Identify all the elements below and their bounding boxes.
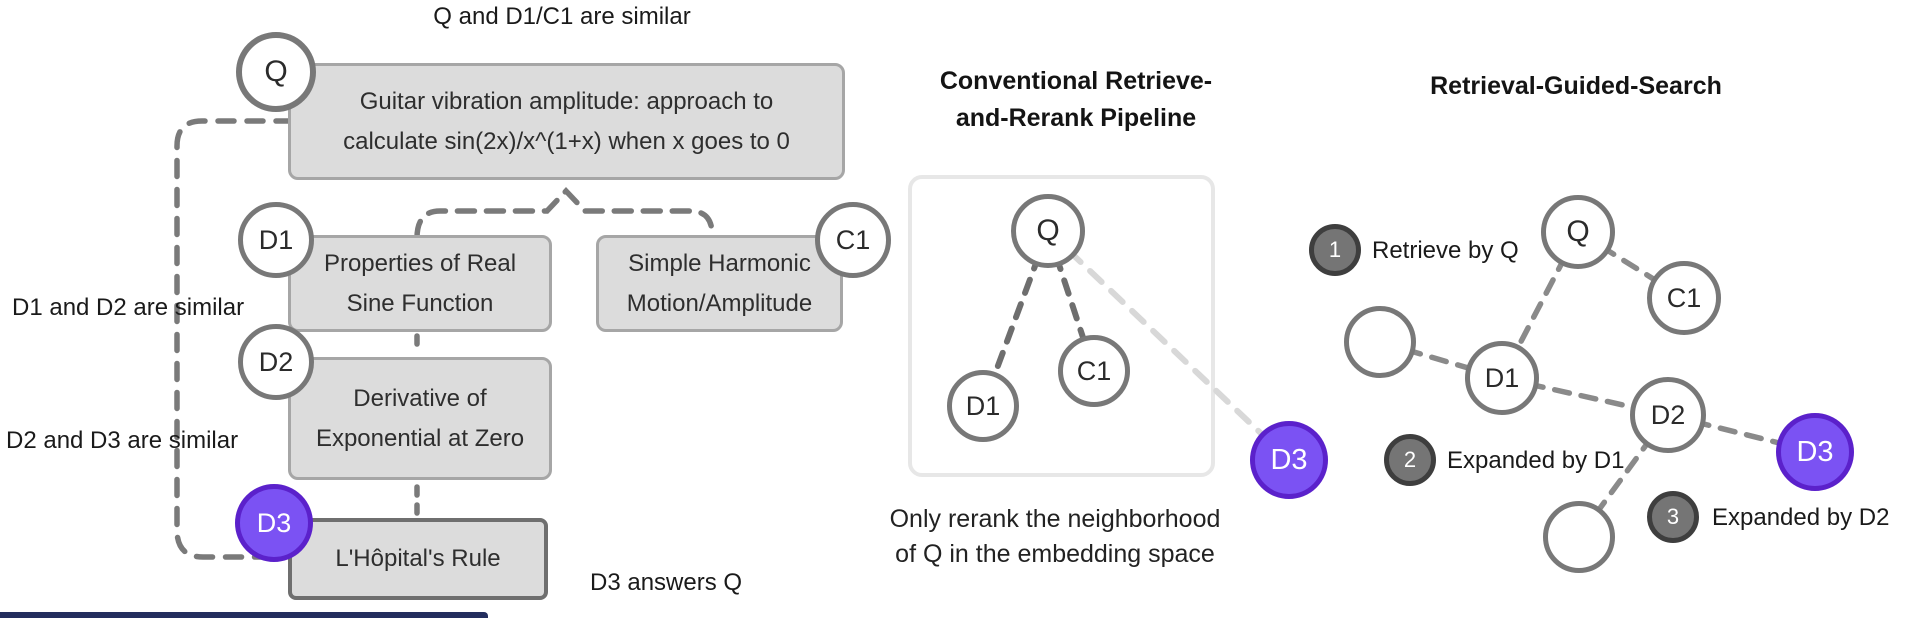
right-node-d2: D2 (1630, 377, 1706, 453)
left-node-d2: D2 (238, 324, 314, 400)
d1-box-line2: Sine Function (346, 289, 494, 317)
middle-node-d1: D1 (947, 370, 1019, 442)
query-box: Guitar vibration amplitude: approach to … (288, 63, 845, 180)
right-node-d1: D1 (1465, 341, 1539, 415)
query-branch-bracket (414, 187, 715, 241)
step-badge-2: 2 (1384, 434, 1436, 486)
step-badge-1: 1 (1309, 224, 1361, 276)
c1-box-line2: Motion/Amplitude (626, 289, 813, 317)
middle-caption-line1: Only rerank the neighborhood (889, 505, 1221, 533)
right-node-empty-top (1344, 306, 1416, 378)
d3-box-line1: L'Hôpital's Rule (335, 545, 501, 572)
bottom-edge-bar (0, 612, 488, 618)
right-edge-q-c1 (1575, 229, 1687, 301)
c1-box: Simple Harmonic Motion/Amplitude (596, 235, 843, 332)
query-box-line1: Guitar vibration amplitude: approach to (359, 87, 774, 115)
embedding-neighborhood-box (908, 175, 1215, 477)
d2-box-line2: Exponential at Zero (315, 424, 525, 452)
left-node-c1: C1 (815, 202, 891, 278)
caption-d3-answers-q: D3 answers Q (590, 569, 743, 596)
d1-box-line1: Properties of Real (323, 249, 517, 277)
d2-box-line1: Derivative of (353, 384, 487, 412)
middle-node-c1: C1 (1058, 335, 1130, 407)
caption-d1-d2-similar: D1 and D2 are similar (12, 294, 245, 321)
d2-box: Derivative of Exponential at Zero (288, 357, 552, 480)
step-badge-3: 3 (1647, 491, 1699, 543)
caption-q-d1c1-similar: Q and D1/C1 are similar (433, 3, 691, 30)
step-label-1: Retrieve by Q (1372, 237, 1519, 264)
caption-d2-d3-similar: D2 and D3 are similar (6, 427, 239, 454)
c1-box-line1: Simple Harmonic (628, 249, 811, 277)
right-node-empty-bottom (1543, 501, 1615, 573)
middle-caption: Only rerank the neighborhood of Q in the… (880, 502, 1230, 572)
mid-edge-q-d3-faint (1045, 228, 1292, 463)
step-label-3: Expanded by D2 (1712, 504, 1890, 531)
right-title: Retrieval-Guided-Search (1430, 72, 1722, 100)
d3-box: L'Hôpital's Rule (288, 518, 548, 600)
left-node-d1: D1 (238, 202, 314, 278)
d1-box: Properties of Real Sine Function (288, 235, 552, 332)
middle-title-line2: and-Rerank Pipeline (955, 104, 1197, 132)
left-node-d3: D3 (235, 484, 313, 562)
query-box-line2: calculate sin(2x)/x^(1+x) when x goes to… (343, 127, 790, 155)
right-node-c1: C1 (1647, 261, 1721, 335)
middle-caption-line2: of Q in the embedding space (895, 540, 1215, 568)
middle-title-line1: Conventional Retrieve- (939, 67, 1213, 95)
right-node-d3: D3 (1776, 413, 1854, 491)
middle-node-q: Q (1011, 194, 1085, 268)
middle-node-d3: D3 (1250, 421, 1328, 499)
similarity-chain-path (174, 118, 295, 560)
right-node-q: Q (1541, 195, 1615, 269)
left-node-q: Q (236, 32, 316, 112)
step-label-2: Expanded by D1 (1447, 447, 1625, 474)
middle-title: Conventional Retrieve- and-Rerank Pipeli… (926, 63, 1226, 137)
